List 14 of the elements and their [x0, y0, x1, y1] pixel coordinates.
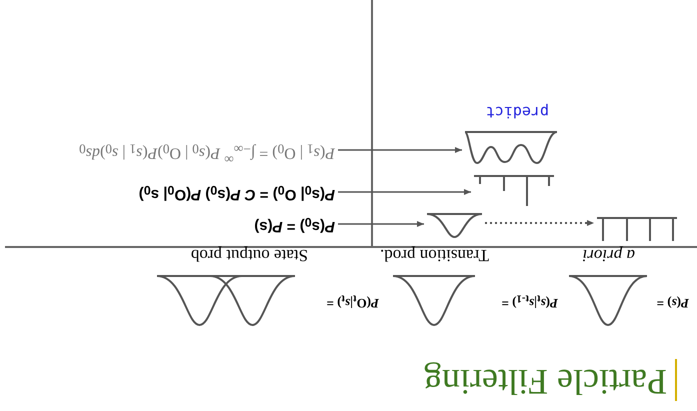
gaussian-curve	[427, 213, 482, 239]
sample-sticks	[597, 217, 677, 243]
node-label: predict	[486, 103, 549, 121]
caption: Transition prod.	[380, 245, 489, 265]
slide-title: Particle Filtering	[424, 361, 667, 403]
caption: a priori	[582, 245, 635, 265]
arrow	[338, 221, 424, 227]
mixture-curve	[465, 131, 557, 165]
weighted-sample-sticks	[474, 175, 554, 207]
arrow	[338, 189, 471, 195]
arrow	[338, 147, 462, 153]
arrow	[485, 220, 594, 226]
formula: P(s) =	[656, 295, 689, 311]
caption: State output prob	[190, 245, 308, 265]
